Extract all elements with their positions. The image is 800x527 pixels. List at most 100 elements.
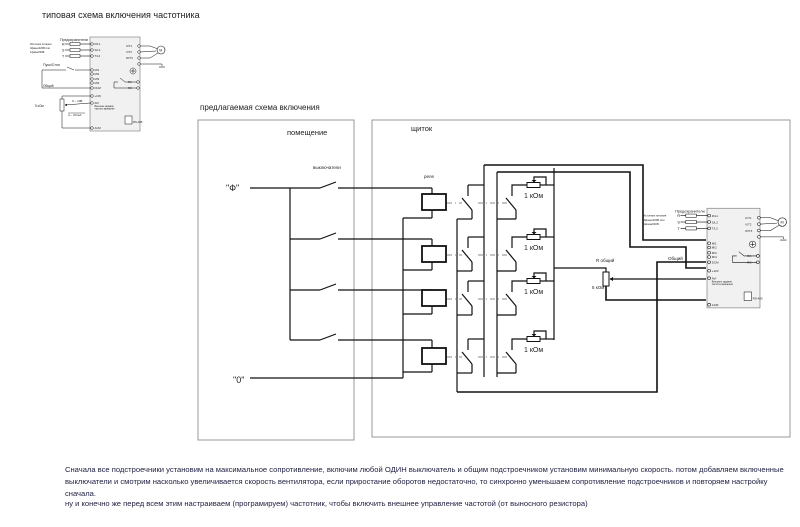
output-terminal-label: W/T3 <box>126 56 133 60</box>
wire <box>139 50 157 53</box>
output-terminal <box>137 50 141 54</box>
pot-feed-wire <box>554 267 607 272</box>
reference-terminal-label: ACM <box>95 126 102 130</box>
reference-terminal-label: AVI <box>712 276 717 280</box>
wire <box>140 45 159 50</box>
zero-label: "0" <box>233 375 244 385</box>
motor-icon <box>156 45 166 55</box>
common-pot-label: R общий <box>596 257 615 263</box>
output-terminal <box>757 216 761 220</box>
digital-input-terminal <box>707 255 711 259</box>
external-frequency-note: частоты вращения <box>712 283 734 286</box>
reference-terminal <box>90 101 94 105</box>
digital-input-label: MI2 <box>95 72 100 76</box>
output-terminal-label: U/T1 <box>745 216 752 220</box>
rs485-label: RS-485 <box>133 120 143 124</box>
reference-terminal-label: +10V <box>712 269 719 273</box>
room-switch-blade <box>319 181 337 189</box>
output-terminal <box>137 44 141 48</box>
relay-contact-blade <box>505 351 517 365</box>
switches-label: выключатели <box>313 165 341 170</box>
wire <box>759 217 780 222</box>
power-terminal-label: R/L1 <box>95 42 101 46</box>
digital-input-terminal <box>707 245 711 250</box>
reference-terminal <box>707 269 711 273</box>
relay-label: реле <box>424 174 434 179</box>
relay-contact-blade <box>461 351 473 365</box>
power-source-label: 3фазы/220В или <box>643 218 665 222</box>
digital-input-label: MI4 <box>95 81 100 85</box>
phase-input-label: R <box>62 42 65 46</box>
wire <box>61 95 91 99</box>
current-range-label: 4 ~ 20 мА <box>68 113 81 117</box>
power-source-label: 1фаза/220В <box>30 50 45 54</box>
inverter-body <box>89 36 141 132</box>
power-terminal-label: T/L3 <box>712 227 718 231</box>
output-terminal <box>137 56 141 60</box>
wiper-arrow-icon <box>531 276 537 279</box>
fuse-icon <box>69 48 81 52</box>
relay-contact-blade <box>505 249 517 263</box>
relay-coil <box>421 289 447 307</box>
power-source-label: 3фазы/220В или <box>30 46 51 50</box>
output-terminal <box>757 228 761 233</box>
relay-coil <box>421 245 447 263</box>
wiper-arrow-icon <box>609 277 613 281</box>
output-terminal <box>757 235 761 239</box>
wire <box>732 255 757 263</box>
power-terminal <box>707 220 711 224</box>
resistor-lead <box>511 236 527 242</box>
power-terminal <box>707 214 711 218</box>
motor-icon <box>777 217 787 227</box>
digital-input-label: DCM <box>95 86 102 90</box>
room-switch-blade <box>319 232 337 240</box>
motor-label: M <box>780 221 783 225</box>
common-potentiometer <box>602 271 610 287</box>
output-terminal-label: U/T1 <box>126 44 133 48</box>
relay-contact-blade <box>505 197 517 211</box>
phase-input-label: T <box>677 227 680 231</box>
power-terminal-label: R/L1 <box>712 214 719 218</box>
trim-resistor <box>526 234 541 240</box>
resistor-value-label: 1 кОм <box>524 193 543 200</box>
room-switch-blade <box>319 283 337 291</box>
wire <box>64 102 91 106</box>
power-terminal-label: T/L3 <box>95 54 101 58</box>
wiper-lead <box>533 228 547 237</box>
wire <box>759 222 777 225</box>
start-stop-label: Пуск/Стоп <box>43 63 60 67</box>
phase-input-label: S <box>62 48 65 52</box>
wiper-arrow-icon <box>531 334 537 337</box>
external-frequency-note: Внешнее задание <box>95 106 115 108</box>
digital-input-label: MI2 <box>712 246 717 250</box>
power-terminal <box>707 226 711 231</box>
relay-contact-blade <box>461 249 473 263</box>
fuse-icon <box>685 213 697 218</box>
plus10v-wire <box>497 171 706 269</box>
rs485-port-icon <box>743 291 752 301</box>
phase-label: "Ф" <box>226 183 239 193</box>
external-frequency-note: Внешнее задание <box>712 280 733 283</box>
wire <box>140 63 163 66</box>
external-frequency-note: частоты вращения <box>95 109 116 111</box>
relay-contact-blade <box>505 293 517 307</box>
relay-coil <box>421 193 447 211</box>
wire <box>41 69 91 89</box>
resistor-lead <box>511 338 527 344</box>
digital-input-label: DCM <box>712 260 719 264</box>
phase-input-label: S <box>677 221 680 225</box>
potentiometer-label: 5 кОм <box>35 104 44 108</box>
fuse-icon <box>685 220 697 224</box>
reference-terminal <box>707 303 711 307</box>
phase-input-label: R <box>677 214 680 218</box>
reference-terminal-label: ACM <box>712 303 719 307</box>
power-terminal <box>90 48 94 52</box>
digital-input-label: MI1 <box>95 68 100 72</box>
common-wire-label: Общий <box>668 255 683 261</box>
wire <box>66 66 75 71</box>
reference-terminal <box>90 94 94 98</box>
output-terminal-label: V/T2 <box>126 50 132 54</box>
wiper-arrow-icon <box>531 180 537 183</box>
resistor-lead <box>511 184 527 190</box>
